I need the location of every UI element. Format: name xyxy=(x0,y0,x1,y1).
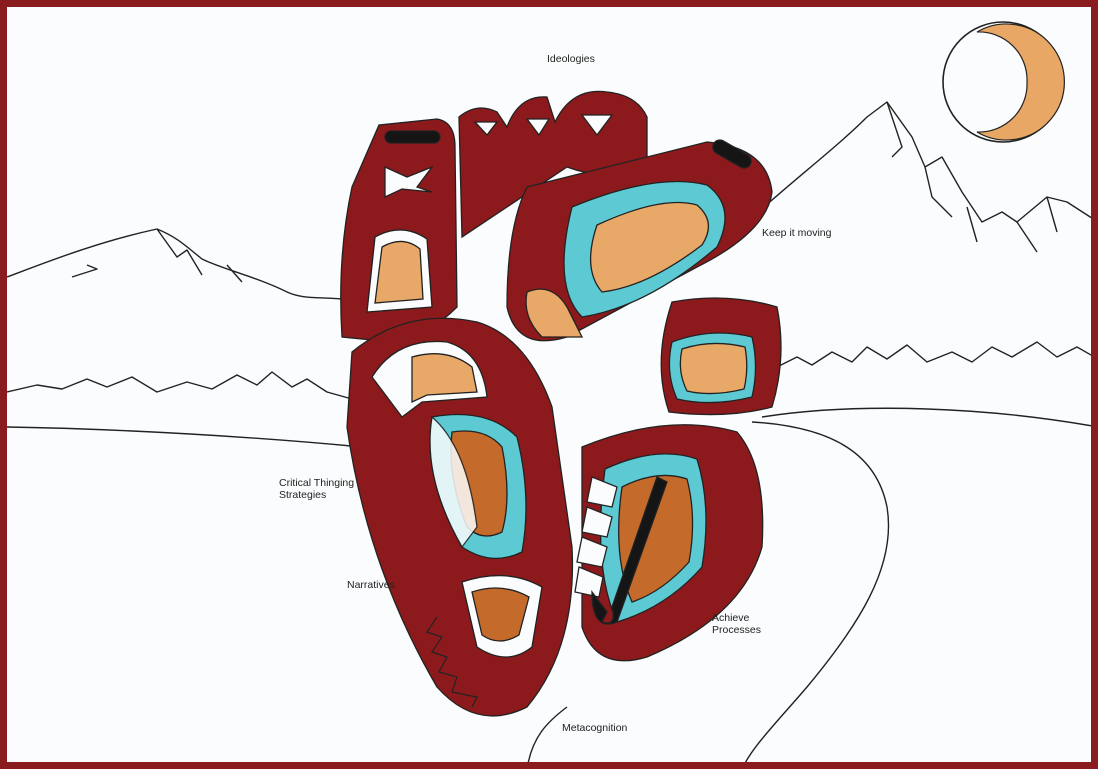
label-achieve-line2: Processes xyxy=(712,624,761,636)
label-narratives: Narratives xyxy=(347,579,395,591)
label-metacognition: Metacognition xyxy=(562,722,627,734)
label-achieve-line1: Achieve xyxy=(712,612,749,624)
crescent-sun-icon xyxy=(943,22,1064,142)
label-critical-thinking-line2: Strategies xyxy=(279,489,326,501)
label-critical-thinking-line1: Critical Thinging xyxy=(279,477,354,489)
label-ideologies: Ideologies xyxy=(547,53,595,65)
label-keep-it-moving: Keep it moving xyxy=(762,227,831,239)
artwork-illustration xyxy=(7,7,1098,769)
